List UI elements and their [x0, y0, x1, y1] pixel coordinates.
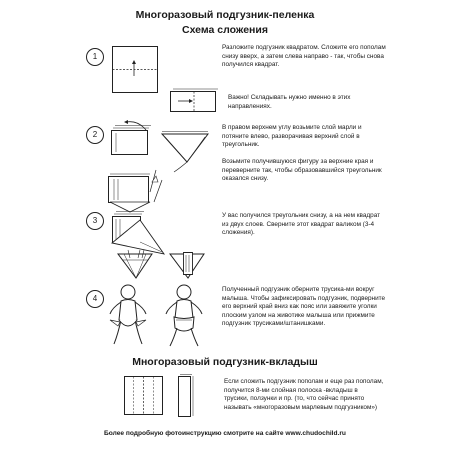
step-3-roll-right-illustration: [170, 250, 206, 280]
step-3-roll-left-illustration: [118, 250, 154, 280]
step-4-text: Полученный подгузник оберните трусика-ми…: [222, 286, 386, 328]
step-4-number: 4: [86, 290, 104, 308]
step-1-number: 1: [86, 48, 104, 66]
footer-website-note: Более подробную фотоинструкцию смотрите …: [104, 430, 346, 437]
step-4-baby-diapered-illustration: [160, 284, 210, 350]
step-1-fold-square-illustration: [112, 46, 158, 94]
step-1-note: Важно! Складывать нужно именно в этих на…: [228, 94, 351, 110]
step-2-text: В правом верхнем углу возьмите слой марл…: [222, 124, 362, 149]
step-2-pull-corner-illustration: [108, 120, 156, 158]
step-3-square-on-triangle-illustration: [110, 210, 166, 256]
step-3-text: У вас получился треугольник снизу, а на …: [222, 212, 381, 237]
insert-strip-illustration: [176, 374, 196, 418]
step-4-baby-front-illustration: [104, 284, 154, 350]
insert-fold-square-illustration: [124, 376, 164, 416]
step-1-text: Разложите подгузник квадратом. Сложите е…: [222, 44, 386, 69]
insert-section-title: Многоразовый подгузник-вкладыш: [132, 356, 318, 368]
step-2-number: 2: [86, 126, 104, 144]
insert-section-text: Если сложить подгузник пополам и еще раз…: [224, 378, 384, 411]
step-3-number: 3: [86, 212, 104, 230]
step-1-fold-rect-illustration: [170, 88, 218, 112]
page-subtitle: Схема сложения: [182, 24, 268, 36]
step-2-flip-illustration: [106, 168, 166, 212]
step-2-triangle-illustration: [160, 130, 210, 174]
step-2-text-2: Возьмите получившуюся фигуру за верхние …: [222, 158, 382, 183]
page-title: Многоразовый подгузник-пеленка: [135, 9, 315, 21]
